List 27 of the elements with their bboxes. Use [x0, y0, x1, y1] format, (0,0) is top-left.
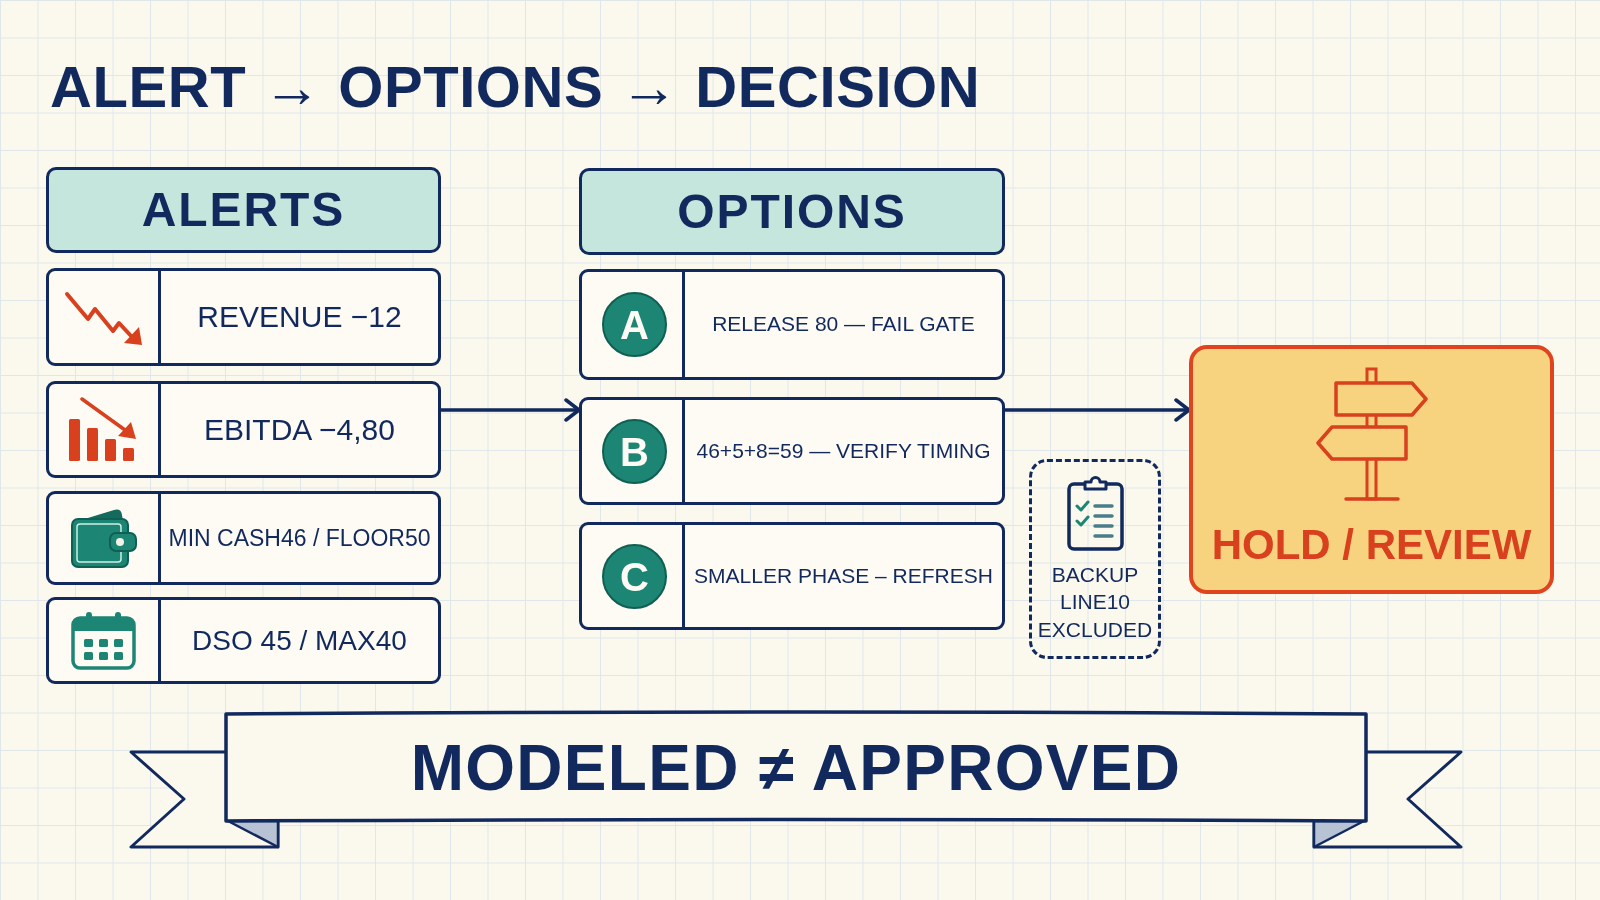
note-text: BACKUP LINE10 EXCLUDED: [1036, 562, 1154, 643]
alert-text: REVENUE −12: [197, 299, 402, 336]
option-text: 46+5+8=59 — VERIFY TIMING: [696, 437, 991, 464]
option-text: SMALLER PHASE – REFRESH: [694, 562, 993, 589]
section-header: [46, 167, 441, 253]
decision-card: [1189, 345, 1554, 594]
dashed-note-card: [1029, 459, 1161, 659]
option-row: [579, 269, 1005, 380]
alert-text: MIN CASH46 / FLOOR50: [168, 523, 431, 553]
ribbon-banner: [128, 708, 1464, 850]
alert-row: [46, 268, 441, 366]
section-title: OPTIONS: [677, 187, 907, 236]
section-header: [579, 168, 1005, 255]
section-title: ALERTS: [141, 186, 346, 234]
alert-row: [46, 597, 441, 684]
alert-row: [46, 381, 441, 478]
option-text: RELEASE 80 — FAIL GATE: [712, 311, 975, 338]
alert-row: [46, 491, 441, 585]
option-row: [579, 522, 1005, 630]
arrow: [439, 398, 581, 422]
decision-text: HOLD / REVIEW: [1211, 524, 1532, 566]
alert-text: DSO 45 / MAX40: [192, 624, 407, 658]
page-title: ALERT → OPTIONS → DECISION: [50, 58, 981, 116]
alert-text: EBITDA −4,80: [204, 411, 395, 448]
option-row: [579, 397, 1005, 505]
banner-text: MODELED ≠ APPROVED: [410, 735, 1182, 800]
arrow: [1003, 398, 1191, 422]
